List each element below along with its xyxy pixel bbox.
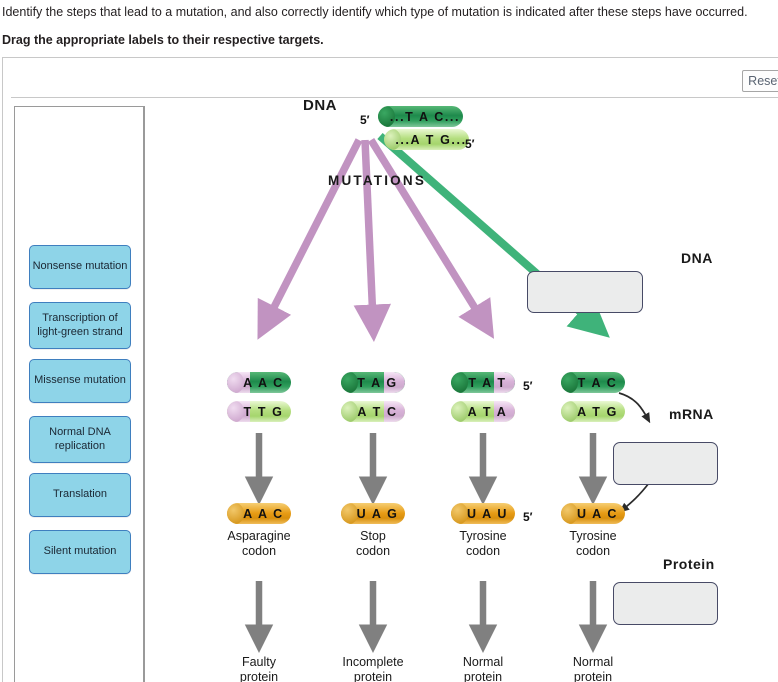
- dna-bottom-sequence-col3: A T A: [467, 404, 508, 419]
- mrna-codon-col1: A A C: [227, 503, 291, 524]
- strand-cap-icon: [341, 401, 358, 422]
- drag-label-text: Transcription of light-green strand: [37, 312, 123, 338]
- dna-top-sequence-col3: T A T: [468, 375, 507, 390]
- protein-outcome-col3: Normal protein: [462, 655, 504, 682]
- strand-cap-icon: [341, 503, 358, 524]
- drop-target-replication-step[interactable]: [527, 271, 643, 313]
- prime-label-col4-mrna: 5′: [523, 510, 533, 524]
- strand-cap-icon: [227, 401, 244, 422]
- strand-cap-icon: [451, 503, 468, 524]
- question-prompt: Identify the steps that lead to a mutati…: [2, 5, 748, 19]
- dna-top-sequence-col1: A A C: [243, 375, 284, 390]
- strand-cap-icon: [451, 401, 468, 422]
- mrna-codon-col4: U A C: [561, 503, 625, 524]
- strand-cap-icon: [227, 503, 244, 524]
- drag-label-text: Missense mutation: [34, 374, 126, 387]
- prime-label-source-top: 5′: [360, 113, 370, 127]
- mrna-sequence-col4: U A C: [576, 506, 619, 521]
- strand-cap-icon: [384, 129, 401, 150]
- drag-label-missense-mutation[interactable]: Missense mutation: [29, 359, 131, 403]
- dna-bottom-strand-col3: A T A: [451, 401, 515, 422]
- label-row-protein: Protein: [663, 556, 715, 572]
- mrna-sequence-col1: A A C: [243, 506, 284, 521]
- strand-cap-icon: [378, 106, 395, 127]
- label-bank: Nonsense mutation Transcription of light…: [14, 106, 144, 682]
- strand-cap-icon: [561, 401, 578, 422]
- codon-name-col3: Tyrosine codon: [459, 529, 507, 558]
- mutation-arrows: [257, 138, 495, 342]
- drag-label-transcription-light-green-strand[interactable]: Transcription of light-green strand: [29, 302, 131, 349]
- drop-target-transcription-step[interactable]: [613, 442, 718, 485]
- strand-cap-icon: [227, 372, 244, 393]
- drag-label-normal-dna-replication[interactable]: Normal DNA replication: [29, 416, 131, 463]
- dna-top-sequence-col2: T A G: [357, 375, 398, 390]
- source-dna-top-strand: ...T A C...: [378, 106, 463, 127]
- label-dna-source: DNA: [303, 97, 337, 114]
- drag-label-text: Silent mutation: [43, 545, 117, 558]
- source-dna-bottom-sequence: ...A T G...: [395, 132, 467, 147]
- strand-cap-icon: [561, 372, 578, 393]
- question-instruction: Drag the appropriate labels to their res…: [2, 33, 324, 47]
- prime-label-source-bottom: 5′: [465, 137, 475, 151]
- source-dna-top-sequence: ...T A C...: [389, 109, 461, 124]
- drag-label-text: Normal DNA replication: [49, 426, 111, 452]
- dna-bottom-strand-col2: A T C: [341, 401, 405, 422]
- protein-outcome-col2: Incomplete protein: [342, 655, 404, 682]
- activity-panel: Reset Nonsense mutation Transcription of…: [2, 57, 778, 682]
- drag-label-translation[interactable]: Translation: [29, 473, 131, 517]
- panel-divider: [11, 97, 778, 98]
- mutated-base-marker: [494, 401, 515, 422]
- drag-label-text: Translation: [52, 488, 107, 501]
- protein-outcome-col4: Normal protein: [572, 655, 614, 682]
- drag-label-text: Nonsense mutation: [32, 260, 128, 273]
- protein-outcome-col1: Faulty protein: [239, 655, 279, 682]
- strand-cap-icon: [341, 372, 358, 393]
- dna-top-strand-col3: T A T: [451, 372, 515, 393]
- codon-name-col1: Asparagine codon: [227, 529, 291, 558]
- strand-cap-icon: [561, 503, 578, 524]
- dna-bottom-strand-col1: T T G: [227, 401, 291, 422]
- mrna-codon-col3: U A U: [451, 503, 515, 524]
- codon-name-col2: Stop codon: [355, 529, 391, 558]
- source-dna-bottom-strand: ...A T G...: [384, 129, 469, 150]
- mutated-base-marker: [494, 372, 515, 393]
- mrna-codon-col2: U A G: [341, 503, 405, 524]
- transcription-arrows: [244, 433, 608, 505]
- label-mutations: MUTATIONS: [328, 173, 427, 188]
- mrna-sequence-col2: U A G: [356, 506, 399, 521]
- drag-label-silent-mutation[interactable]: Silent mutation: [29, 530, 131, 574]
- dna-bottom-sequence-col2: A T C: [357, 404, 398, 419]
- translation-arrows: [244, 581, 608, 653]
- mutated-base-marker: [384, 372, 405, 393]
- dna-bottom-sequence-col4: A T G: [577, 404, 618, 419]
- drop-target-translation-step[interactable]: [613, 582, 718, 625]
- dna-top-strand-col2: T A G: [341, 372, 405, 393]
- dna-top-sequence-col4: T A C: [577, 375, 618, 390]
- strand-cap-icon: [451, 372, 468, 393]
- mutated-base-marker: [384, 401, 405, 422]
- label-row-dna: DNA: [681, 250, 713, 266]
- dna-bottom-sequence-col1: T T G: [243, 404, 284, 419]
- dna-bottom-strand-col4: A T G: [561, 401, 625, 422]
- activity-toolbar: Reset: [3, 58, 778, 97]
- dna-top-strand-col4: T A C: [561, 372, 625, 393]
- drag-label-nonsense-mutation[interactable]: Nonsense mutation: [29, 245, 131, 289]
- reset-button[interactable]: Reset: [742, 70, 778, 92]
- codon-name-col4: Tyrosine codon: [569, 529, 617, 558]
- mrna-sequence-col3: U A U: [466, 506, 509, 521]
- bank-separator: [144, 106, 145, 682]
- prime-label-col4-dna: 5′: [523, 379, 533, 393]
- mutation-diagram: DNA MUTATIONS DNA mRNA Protein Change Wi…: [145, 98, 778, 682]
- label-row-mrna: mRNA: [669, 406, 714, 422]
- dna-top-strand-col1: A A C: [227, 372, 291, 393]
